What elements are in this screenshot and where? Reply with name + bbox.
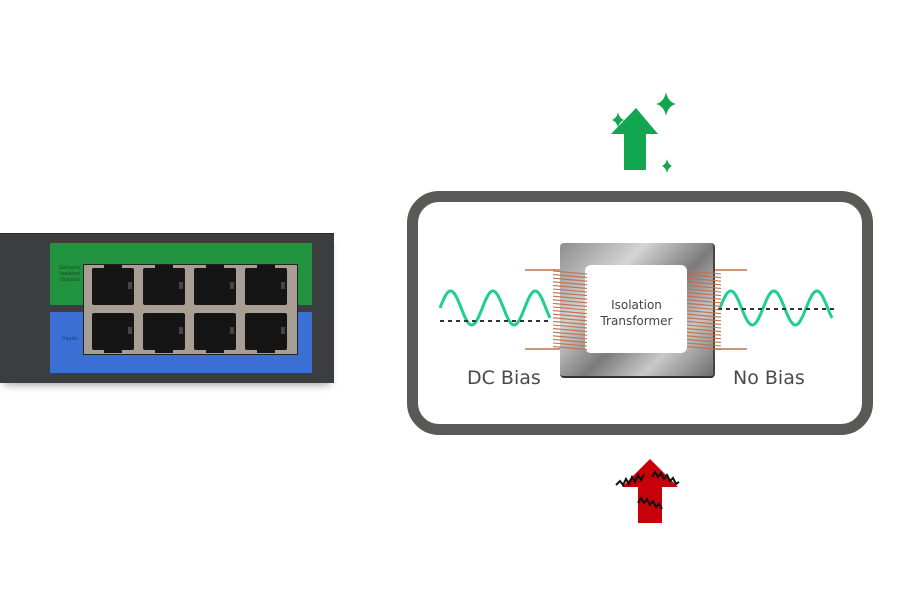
coil-winding: [686, 292, 722, 297]
coil-winding: [686, 313, 722, 318]
rj45-port: [92, 265, 134, 305]
sparkle-icon: [612, 112, 624, 128]
coil-winding: [686, 302, 722, 307]
coil-winding: [686, 284, 722, 289]
transformer-label-line2: Transformer: [600, 314, 673, 328]
coil-winding: [686, 346, 722, 351]
coil-winding: [552, 324, 588, 329]
coil-winding: [686, 320, 722, 325]
coil-winding: [686, 310, 722, 315]
coil-winding: [552, 295, 588, 300]
coil-winding: [686, 274, 722, 279]
coil-winding: [552, 292, 588, 297]
rj45-port: [194, 313, 236, 353]
dc-bias-caption: DC Bias: [467, 367, 541, 389]
outputs-label: Galvanic Isolated Outputs: [59, 265, 81, 283]
signal-waves: [438, 289, 834, 327]
coil-winding: [552, 270, 588, 275]
coil-winding: [552, 281, 588, 286]
arrow-shape: [622, 459, 678, 523]
coil-winding: [552, 277, 588, 282]
coil-winding: [552, 299, 588, 304]
green-up-arrow-icon: [611, 92, 676, 173]
coil-winding: [686, 324, 722, 329]
coil-winding: [686, 270, 722, 275]
rj45-port: [194, 265, 236, 305]
transformer-label: Isolation Transformer: [585, 297, 688, 329]
coil-winding: [552, 274, 588, 279]
noise-zigzag: [615, 472, 645, 487]
output-wave: [718, 289, 834, 327]
rj45-port: [143, 265, 185, 305]
coil-winding: [552, 338, 588, 343]
transformer-label-line1: Isolation: [611, 298, 662, 312]
coil-winding: [686, 317, 722, 322]
noise-zigzag: [651, 470, 680, 486]
coil-winding: [552, 335, 588, 340]
coil-winding: [686, 281, 722, 286]
transformer-core: [560, 243, 715, 378]
coil-winding: [686, 288, 722, 293]
coil-winding: [686, 335, 722, 340]
rj45-port: [92, 313, 134, 353]
coil-winding: [552, 317, 588, 322]
core-window: [585, 265, 687, 353]
coil-winding: [686, 338, 722, 343]
coil-winding: [686, 331, 722, 336]
network-switch: Galvanic Isolated Outputs Inputs: [0, 233, 334, 383]
coil-winding: [552, 320, 588, 325]
coil-winding: [552, 313, 588, 318]
port-panel: [83, 264, 298, 355]
no-bias-caption: No Bias: [733, 367, 805, 389]
coil-winding: [552, 302, 588, 307]
rj45-port: [143, 313, 185, 353]
coil-winding: [686, 328, 722, 333]
coil-winding: [552, 288, 588, 293]
coil-winding: [686, 277, 722, 282]
inputs-label: Inputs: [62, 336, 78, 342]
coil-winding: [552, 306, 588, 311]
transformer-coils: [525, 269, 747, 351]
coil-winding: [686, 299, 722, 304]
coil-winding: [686, 306, 722, 311]
coil-winding: [552, 310, 588, 315]
coil-winding: [552, 342, 588, 347]
coil-winding: [552, 331, 588, 336]
red-up-arrow-icon: [615, 459, 680, 523]
sparkle-icon: [662, 159, 672, 173]
coil-winding: [552, 284, 588, 289]
input-wave: [438, 289, 552, 327]
coil-winding: [552, 346, 588, 351]
noise-zigzag: [637, 496, 663, 510]
coil-winding: [552, 328, 588, 333]
rj45-port: [245, 313, 287, 353]
coil-winding: [686, 295, 722, 300]
arrow-shape: [611, 108, 658, 170]
sparkle-icon: [656, 92, 676, 116]
rj45-port: [245, 265, 287, 305]
coil-winding: [686, 342, 722, 347]
